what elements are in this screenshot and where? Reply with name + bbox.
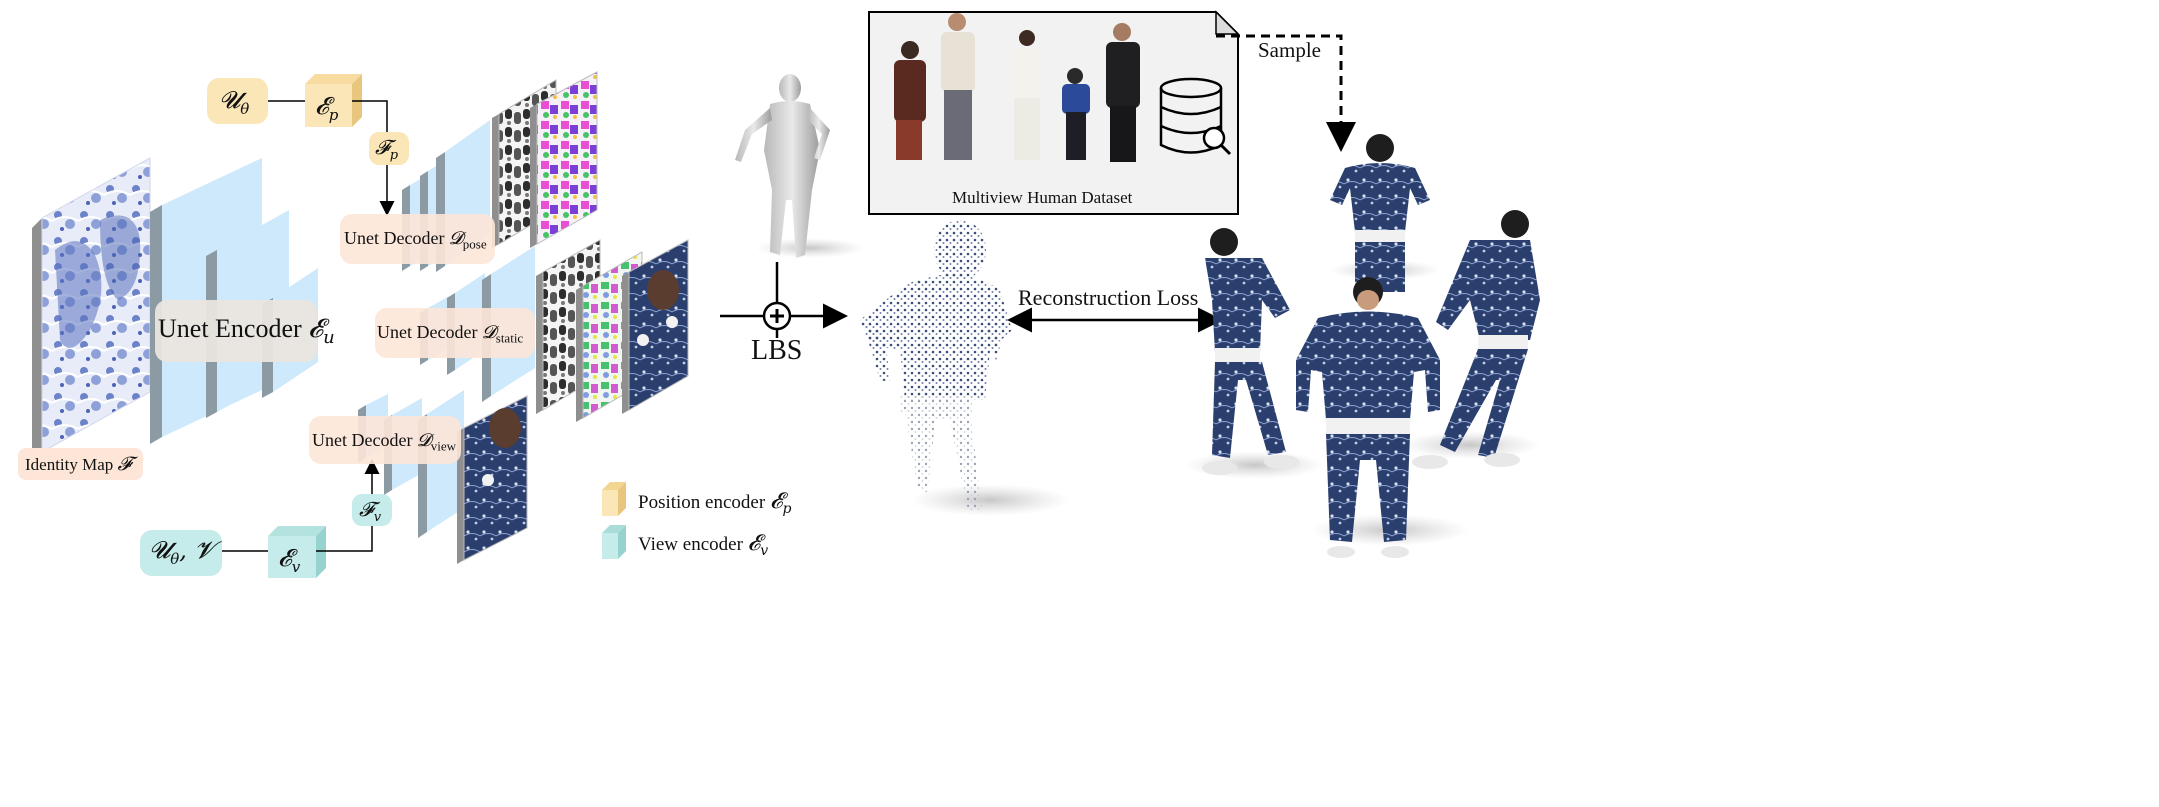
u-theta-label: 𝓤θ (219, 86, 250, 118)
legend-position-encoder: Position encoder 𝓔p (638, 489, 792, 517)
point-cloud-human (860, 220, 1070, 516)
decoder-pose-label: Unet Decoder 𝓓pose (344, 228, 487, 252)
dataset-person-4 (1062, 68, 1090, 160)
view-output-map (457, 395, 528, 564)
sample-arrow (1216, 34, 1356, 152)
dataset-person-1 (894, 41, 926, 160)
dataset-person-3 (1012, 30, 1042, 160)
view-encoder-branch (140, 459, 392, 578)
dataset-label: Multiview Human Dataset (952, 188, 1133, 207)
position-encoder-symbol: 𝓔p (315, 92, 339, 124)
lbs-label: LBS (751, 335, 803, 366)
identity-map-label-bg (18, 448, 143, 480)
multiview-humans (1185, 134, 1540, 558)
reconstruction-loss-label: Reconstruction Loss (1018, 285, 1199, 310)
position-feature-symbol: 𝓕p (375, 135, 399, 163)
legend-swatches (602, 482, 626, 559)
view-feature-symbol: 𝓕v (359, 497, 382, 525)
decoder-view-label-bg (309, 416, 461, 464)
identity-map-label: Identity Map 𝓕 (25, 453, 132, 475)
dataset-person-5 (1106, 23, 1140, 162)
static-output-maps (536, 239, 689, 422)
unet-encoder-label: Unet Encoder 𝓔u (158, 314, 335, 349)
database-search-icon (1159, 77, 1232, 156)
human-right-view (1412, 210, 1540, 469)
dataset-box (868, 10, 1240, 215)
pose-output-maps (492, 71, 598, 248)
template-body-mesh (735, 74, 865, 258)
dataset-person-2 (941, 13, 975, 160)
u-theta-v-label: 𝓤θ, 𝓥 (149, 536, 215, 568)
decoder-static-label-bg (375, 308, 535, 358)
decoder-view-label: Unet Decoder 𝓓view (312, 430, 457, 454)
view-encoder-symbol: 𝓔v (278, 544, 301, 576)
human-left-view (1202, 228, 1300, 475)
sample-label: Sample (1258, 38, 1321, 62)
unet-encoder-label-bg (155, 300, 317, 362)
human-front-view (1296, 277, 1440, 558)
lbs-combiner (720, 262, 848, 338)
position-encoder-branch (207, 74, 409, 216)
legend-view-encoder: View encoder 𝓔v (638, 531, 769, 559)
identity-map-panel (32, 157, 151, 462)
decoder-pose-label-bg (340, 214, 495, 264)
decoder-static-label: Unet Decoder 𝓓static (377, 322, 524, 346)
